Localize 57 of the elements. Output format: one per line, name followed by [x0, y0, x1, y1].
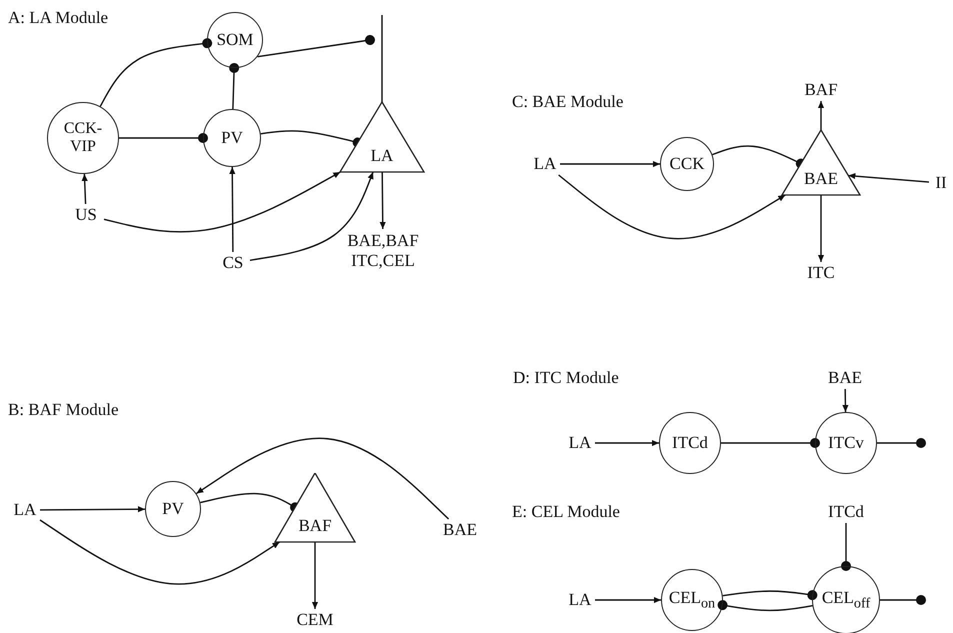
neuron-label: ITCd	[672, 433, 708, 453]
connector-arrow	[818, 101, 824, 130]
connector-arrow	[104, 171, 341, 232]
neuron-circle	[659, 412, 721, 474]
neuron-label: PV	[162, 499, 184, 519]
neuron-label: BAE	[803, 169, 839, 189]
region-label: US	[75, 205, 97, 225]
neuron-circle	[145, 481, 201, 537]
connector-arrow	[379, 172, 386, 229]
connector-arrow	[842, 389, 849, 412]
panel-title: E: CEL Module	[512, 502, 620, 522]
panel-title: C: BAE Module	[512, 92, 624, 112]
connector-arrow	[40, 506, 145, 513]
panel-title: A: LA Module	[8, 8, 108, 28]
region-label: CEM	[296, 610, 334, 630]
neuron-circle	[815, 412, 877, 474]
panel-title: D: ITC Module	[513, 368, 619, 388]
neuron-label: CEL$_{off}$	[822, 588, 870, 612]
connector-arrow	[558, 174, 786, 240]
neuron-label: CCK-VIP	[62, 120, 104, 156]
neuron-circle	[812, 566, 880, 633]
region-label: BAE	[828, 368, 862, 388]
panel-title: B: BAF Module	[8, 400, 119, 420]
connector-arrow	[595, 440, 659, 446]
region-label: BAF	[804, 80, 838, 100]
region-label: ITC	[807, 263, 835, 283]
connector-arrow	[228, 167, 236, 252]
region-label: BAE,BAF ITC,CEL	[346, 231, 420, 271]
region-label: CS	[222, 253, 244, 273]
neuron-circle	[660, 137, 714, 191]
neuron-label: CCK	[670, 154, 704, 174]
neuron-circle	[203, 109, 261, 167]
region-label: LA	[534, 154, 556, 174]
connector-arrow	[818, 195, 824, 262]
neuron-circle	[47, 102, 119, 174]
connector-arrow	[40, 519, 280, 585]
region-label: ITCd	[828, 502, 864, 522]
connector-arrow	[250, 172, 374, 261]
region-label: LA	[568, 433, 592, 453]
connector-arrow	[848, 172, 930, 183]
region-label: LA	[568, 590, 592, 610]
connector-arrow	[560, 160, 660, 168]
neuron-circle	[207, 12, 263, 68]
neuron-label: LA	[370, 146, 394, 166]
connector-arrow	[81, 174, 88, 204]
neuron-label: SOM	[216, 30, 254, 50]
connector-arrow	[595, 596, 661, 604]
neuron-label: ITCv	[828, 433, 864, 453]
neuron-label: PV	[221, 128, 243, 148]
region-label: LA	[14, 500, 36, 520]
neuron-label: BAF	[297, 516, 333, 536]
neuron-circle	[661, 569, 723, 631]
connector-arrow	[196, 438, 450, 520]
neuron-label: CEL$_{on}$	[668, 588, 716, 612]
region-label: II	[935, 173, 947, 193]
region-label: BAE	[443, 520, 477, 540]
connector-arrow	[312, 542, 318, 609]
